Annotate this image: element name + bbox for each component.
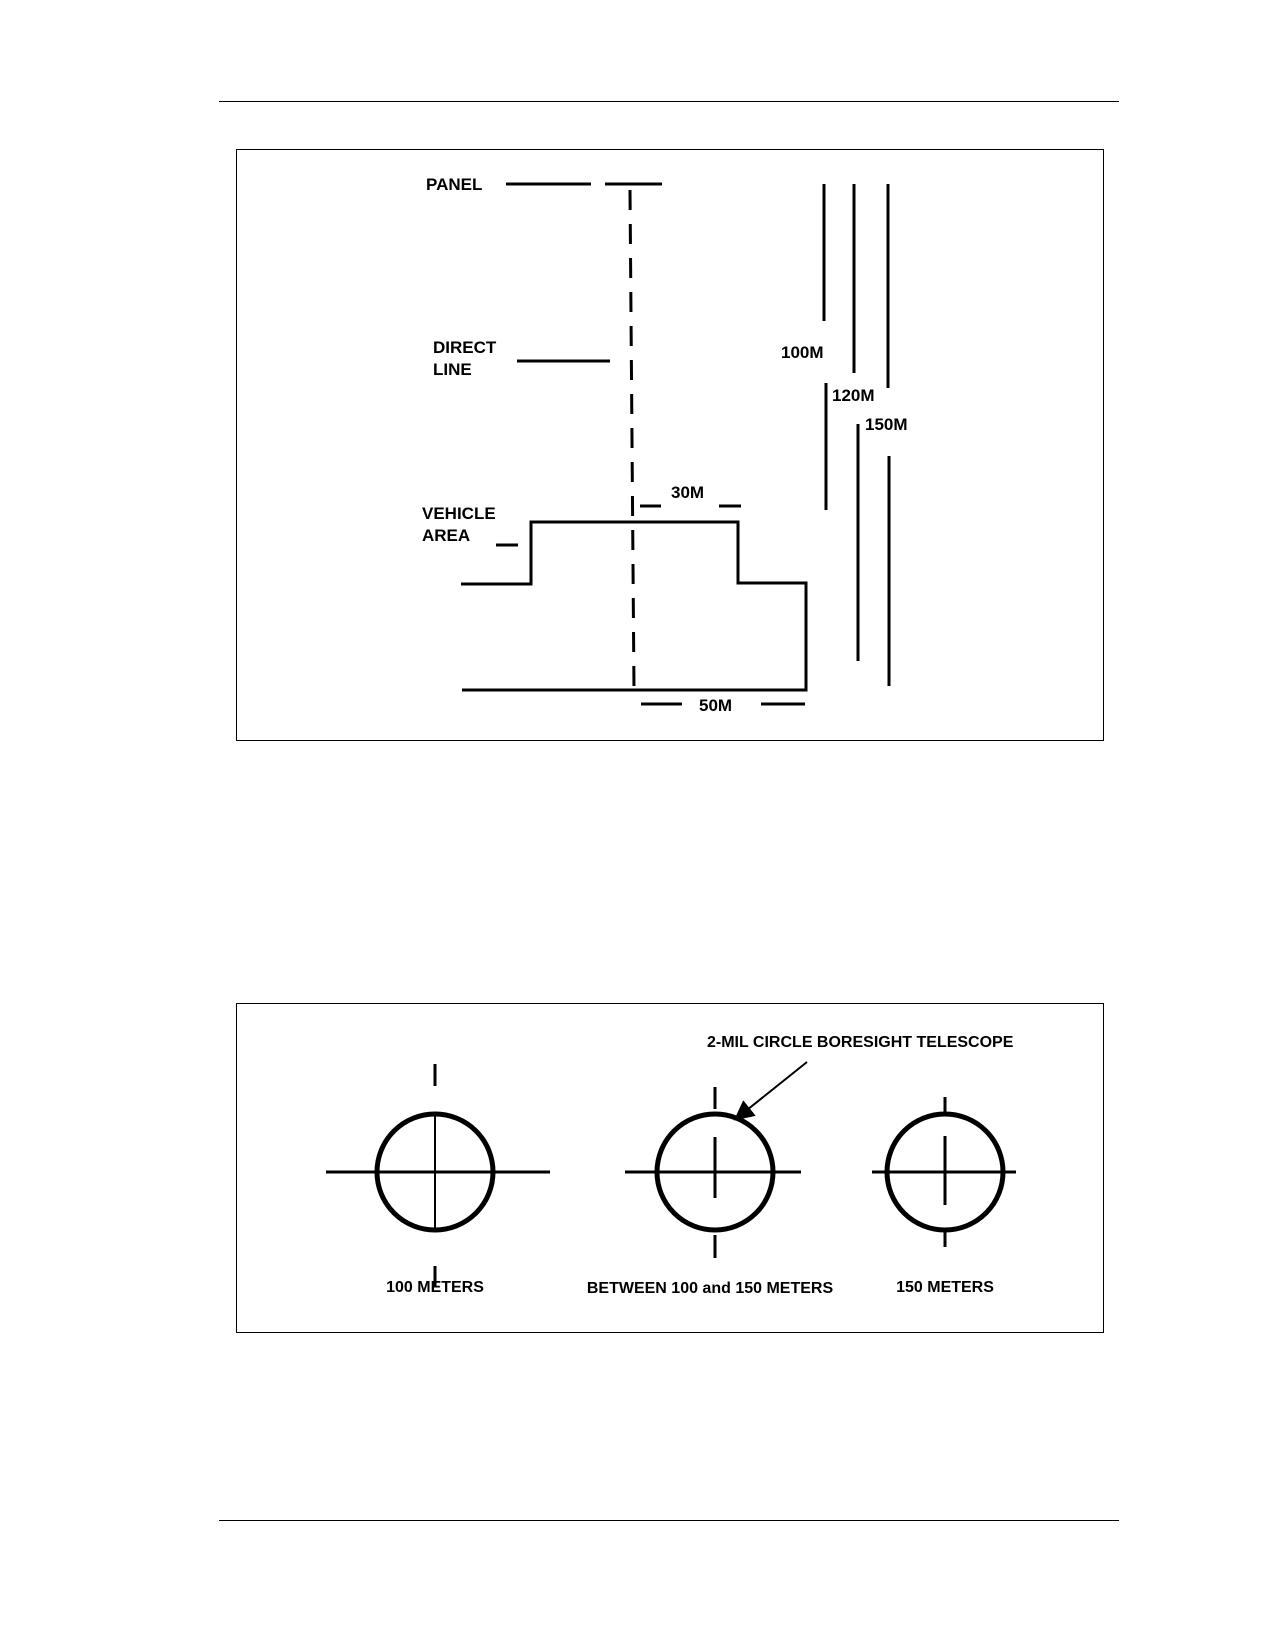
direct-line-label-2: LINE <box>433 360 472 379</box>
direct-line <box>628 189 636 691</box>
reticle-label-between: BETWEEN 100 and 150 METERS <box>587 1280 834 1297</box>
direct-line-label-1: DIRECT <box>433 338 497 357</box>
panel-layout-figure: PANEL DIRECT LINE VEHICLE AREA 30M 50M 1… <box>236 149 1104 741</box>
reticle-label-100: 100 METERS <box>386 1279 484 1296</box>
boresight-figure: 2-MIL CIRCLE BORESIGHT TELESCOPE 100 MET… <box>236 1003 1104 1333</box>
boresight-diagram: 2-MIL CIRCLE BORESIGHT TELESCOPE 100 MET… <box>326 1034 1016 1297</box>
vehicle-area-label-2: AREA <box>422 526 470 545</box>
reticle-label-150: 150 METERS <box>896 1279 994 1296</box>
range-150-label: 150M <box>865 415 908 434</box>
reticle-100-meters <box>326 1064 550 1287</box>
vehicle-area-label-1: VEHICLE <box>422 504 496 523</box>
panel-label: PANEL <box>426 175 482 194</box>
vehicle-area-outline <box>461 520 808 692</box>
dim-50m-label: 50M <box>699 696 732 715</box>
range-100-label: 100M <box>781 343 824 362</box>
boresight-circle <box>374 1111 496 1233</box>
range-120-label: 120M <box>832 386 875 405</box>
panel-layout-diagram: PANEL DIRECT LINE VEHICLE AREA 30M 50M 1… <box>422 175 908 715</box>
reticle-150-meters <box>872 1097 1016 1247</box>
boresight-circle <box>654 1111 776 1233</box>
callout-arrow <box>733 1061 808 1121</box>
boresight-circle <box>884 1111 1006 1233</box>
footer-rule <box>219 1520 1119 1521</box>
reticle-between-100-150-meters <box>625 1087 801 1258</box>
dim-30m-label: 30M <box>671 483 704 502</box>
callout-label: 2-MIL CIRCLE BORESIGHT TELESCOPE <box>707 1034 1014 1051</box>
header-rule <box>219 101 1119 102</box>
